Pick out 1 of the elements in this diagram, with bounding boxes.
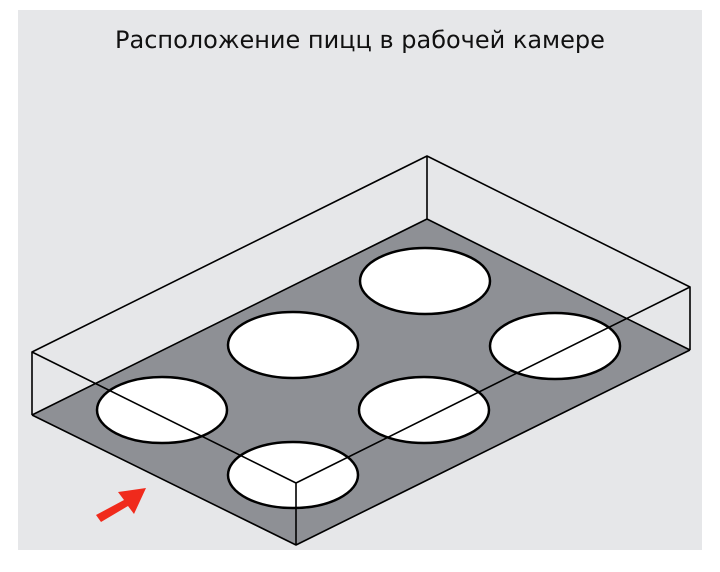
diagram-title: Расположение пицц в рабочей камере xyxy=(114,26,606,54)
